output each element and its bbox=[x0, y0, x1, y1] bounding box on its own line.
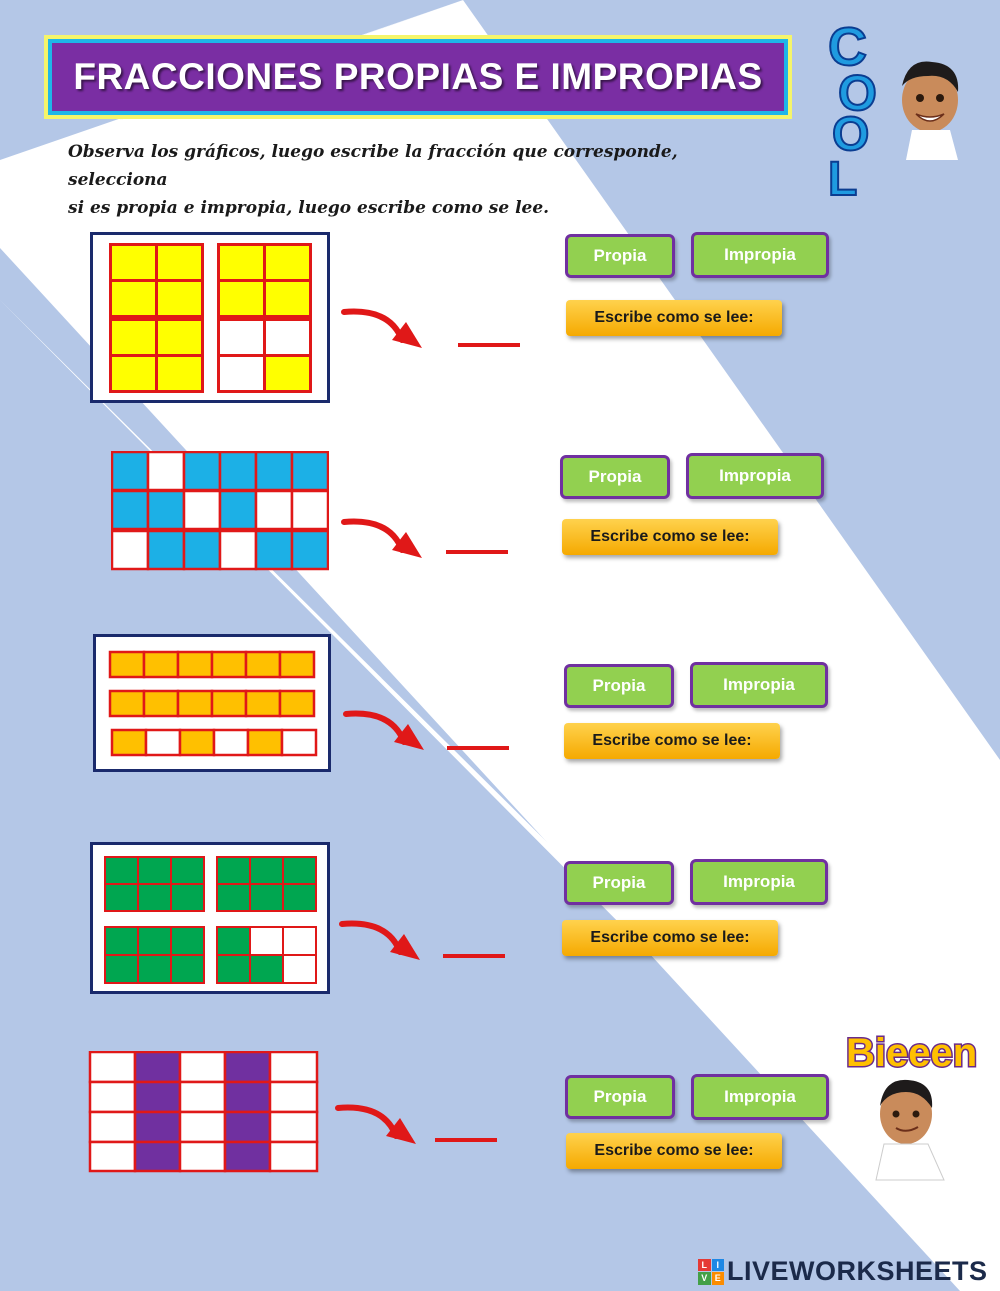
svg-text:Bieeen: Bieeen bbox=[846, 1031, 977, 1075]
propia-button[interactable]: Propia bbox=[564, 861, 674, 905]
liveworksheets-text: LIVEWORKSHEETS bbox=[727, 1256, 988, 1286]
svg-text:L: L bbox=[828, 153, 857, 200]
impropia-button[interactable]: Impropia bbox=[691, 232, 829, 278]
impropia-button[interactable]: Impropia bbox=[691, 1074, 829, 1120]
escribe-como-se-lee-button[interactable]: Escribe como se lee: bbox=[566, 1133, 782, 1169]
fraction-answer-line[interactable] bbox=[447, 746, 509, 750]
arrow-icon bbox=[339, 920, 420, 960]
diagram-3 bbox=[93, 634, 331, 772]
liveworksheets-mark-icon: L I V E bbox=[698, 1258, 724, 1285]
propia-button[interactable]: Propia bbox=[565, 1075, 675, 1119]
diagram-3-cells bbox=[108, 650, 318, 757]
arrow-icon bbox=[341, 518, 422, 558]
svg-text:O: O bbox=[838, 65, 877, 121]
propia-button[interactable]: Propia bbox=[564, 664, 674, 708]
title-banner: FRACCIONES PROPIAS E IMPROPIAS bbox=[44, 35, 792, 119]
impropia-button[interactable]: Impropia bbox=[690, 662, 828, 708]
svg-text:O: O bbox=[832, 108, 869, 161]
arrow-icon bbox=[335, 1104, 416, 1144]
diagram-4 bbox=[90, 842, 330, 994]
escribe-como-se-lee-button[interactable]: Escribe como se lee: bbox=[564, 723, 780, 759]
diagram-1 bbox=[90, 232, 330, 403]
escribe-como-se-lee-button[interactable]: Escribe como se lee: bbox=[566, 300, 782, 336]
impropia-button[interactable]: Impropia bbox=[690, 859, 828, 905]
fraction-answer-line[interactable] bbox=[443, 954, 505, 958]
fraction-answer-line[interactable] bbox=[435, 1138, 497, 1142]
propia-button[interactable]: Propia bbox=[560, 455, 670, 499]
escribe-como-se-lee-button[interactable]: Escribe como se lee: bbox=[562, 920, 778, 956]
instructions-line-2: si es propia e impropia, luego escribe c… bbox=[68, 198, 550, 218]
fraction-answer-line[interactable] bbox=[446, 550, 508, 554]
diagram-2 bbox=[110, 450, 330, 571]
diagram-4-cells bbox=[104, 856, 317, 984]
propia-button[interactable]: Propia bbox=[565, 234, 675, 278]
svg-text:C: C bbox=[828, 17, 867, 77]
arrow-icon bbox=[343, 710, 424, 750]
diagram-5 bbox=[88, 1050, 320, 1173]
fraction-answer-line[interactable] bbox=[458, 343, 520, 347]
diagram-5-cells bbox=[88, 1050, 319, 1173]
cool-sticker: C O O L bbox=[818, 10, 968, 207]
liveworksheets-logo: L I V E LIVEWORKSHEETS bbox=[698, 1256, 988, 1287]
diagram-2-cells bbox=[110, 450, 330, 571]
escribe-como-se-lee-button[interactable]: Escribe como se lee: bbox=[562, 519, 778, 555]
impropia-button[interactable]: Impropia bbox=[686, 453, 824, 499]
bieeen-sticker: Bieeen bbox=[840, 1022, 990, 1182]
arrow-icon bbox=[341, 308, 422, 348]
instructions: Observa los gráficos, luego escribe la f… bbox=[68, 138, 748, 222]
page-title: FRACCIONES PROPIAS E IMPROPIAS bbox=[73, 56, 763, 97]
diagram-1-cells bbox=[109, 243, 312, 393]
instructions-line-1: Observa los gráficos, luego escribe la f… bbox=[68, 142, 678, 190]
